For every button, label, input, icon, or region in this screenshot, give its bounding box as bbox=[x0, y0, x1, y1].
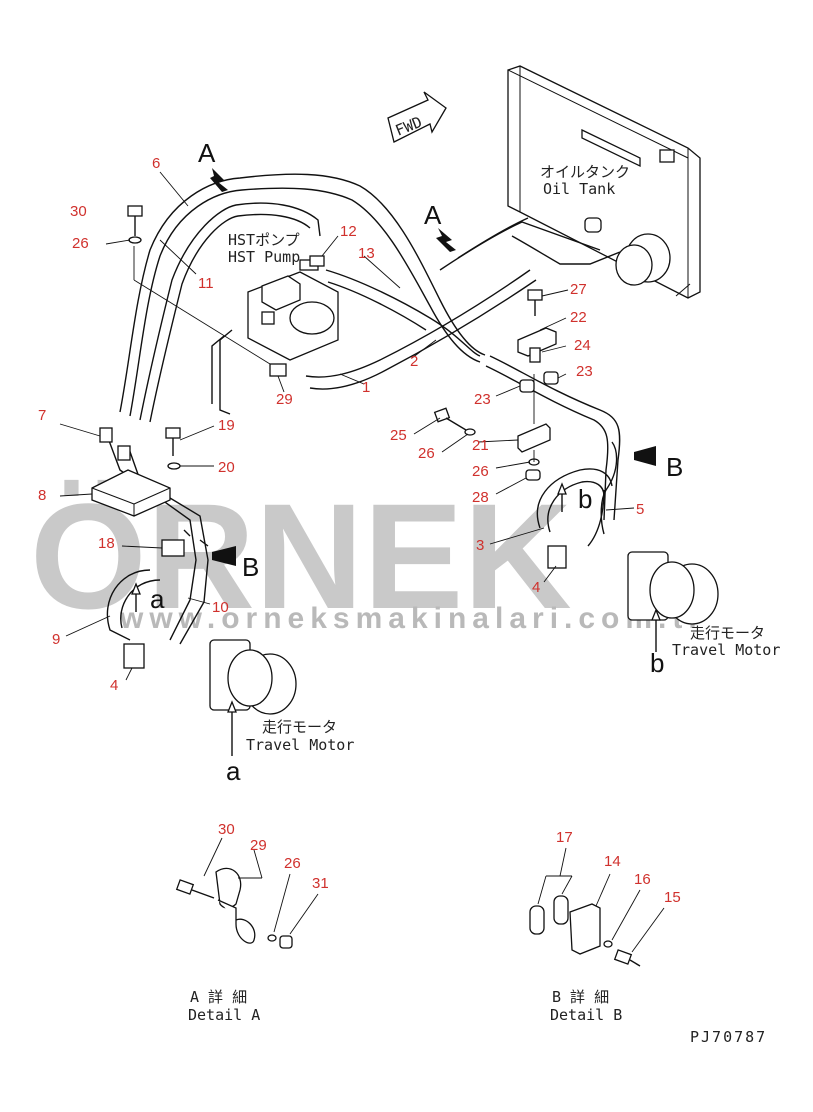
part-number-4-b: 4 bbox=[532, 579, 540, 596]
view-a-marker-1: A bbox=[198, 138, 216, 168]
part-number-28: 28 bbox=[472, 489, 489, 506]
part-number-13: 13 bbox=[358, 245, 375, 262]
detail-b-title-en: Detail B bbox=[550, 1006, 622, 1024]
part-number-2: 2 bbox=[410, 353, 418, 370]
part-number-24: 24 bbox=[574, 337, 591, 354]
hst-pump-label-jp: HSTポンプ bbox=[228, 231, 300, 249]
motor-a-marker: a bbox=[226, 756, 241, 786]
oil-tank: オイルタンク Oil Tank bbox=[507, 65, 701, 299]
part-number-25: 25 bbox=[390, 427, 407, 444]
part-number-7: 7 bbox=[38, 407, 46, 424]
fwd-arrow: FWD bbox=[387, 91, 447, 143]
part-number-18: 18 bbox=[98, 535, 115, 552]
drawing-code: PJ70787 bbox=[690, 1028, 767, 1046]
part-number-23-a: 23 bbox=[576, 363, 593, 380]
detail-b-part-16: 16 bbox=[634, 871, 651, 888]
watermark-url: www.orneksmakinalari.com.tr bbox=[119, 602, 706, 635]
detail-a: 30 29 26 31 A 詳 細 Detail A bbox=[175, 821, 329, 1024]
travel-motor-b-label-jp: 走行モータ bbox=[690, 624, 765, 642]
detail-a-part-30: 30 bbox=[218, 821, 235, 838]
view-b-marker-2: B bbox=[242, 552, 259, 582]
oil-tank-label-jp: オイルタンク bbox=[540, 163, 630, 181]
part-number-21: 21 bbox=[472, 437, 489, 454]
travel-motor-a: 走行モータ Travel Motor a bbox=[209, 639, 354, 786]
detail-a-part-29: 29 bbox=[250, 837, 267, 854]
watermark: ÖRNEK www.orneksmakinalari.com.tr bbox=[30, 472, 706, 640]
travel-motor-b: 走行モータ Travel Motor b bbox=[627, 551, 780, 678]
part-number-11: 11 bbox=[198, 275, 214, 292]
part-number-8: 8 bbox=[38, 487, 46, 504]
leader-lines bbox=[59, 171, 635, 681]
detail-a-part-31: 31 bbox=[312, 875, 329, 892]
part-number-1: 1 bbox=[362, 379, 370, 396]
part-number-9: 9 bbox=[52, 631, 60, 648]
motor-b-marker: b bbox=[650, 648, 664, 678]
part-number-26-b: 26 bbox=[418, 445, 435, 462]
detail-a-part-26: 26 bbox=[284, 855, 301, 872]
hardware bbox=[99, 205, 567, 669]
part-numbers: 1 2 3 4 4 5 6 7 8 9 10 11 12 13 18 19 20… bbox=[38, 155, 644, 694]
part-number-27: 27 bbox=[570, 281, 587, 298]
part-number-10: 10 bbox=[212, 599, 229, 616]
detail-a-title-jp: A 詳 細 bbox=[190, 988, 247, 1006]
fitting-a-marker: a bbox=[150, 584, 165, 614]
part-number-26-a: 26 bbox=[72, 235, 89, 252]
detail-b-title-jp: B 詳 細 bbox=[552, 988, 609, 1006]
detail-b-part-17: 17 bbox=[556, 829, 573, 846]
part-number-29: 29 bbox=[276, 391, 293, 408]
fitting-b-marker: b bbox=[578, 484, 592, 514]
detail-a-title-en: Detail A bbox=[188, 1006, 260, 1024]
part-number-22: 22 bbox=[570, 309, 587, 326]
view-b-marker-1: B bbox=[666, 452, 683, 482]
part-number-20: 20 bbox=[218, 459, 235, 476]
travel-motor-a-label-jp: 走行モータ bbox=[262, 718, 337, 736]
oil-tank-label-en: Oil Tank bbox=[543, 180, 615, 198]
detail-b-part-15: 15 bbox=[664, 889, 681, 906]
hose-lines bbox=[91, 173, 621, 645]
part-number-4-a: 4 bbox=[110, 677, 118, 694]
hst-pump: HSTポンプ HST Pump bbox=[228, 231, 339, 361]
part-number-6: 6 bbox=[152, 155, 160, 172]
travel-motor-a-label-en: Travel Motor bbox=[246, 736, 354, 754]
part-number-12: 12 bbox=[340, 223, 357, 240]
part-number-26-c: 26 bbox=[472, 463, 489, 480]
hst-pump-label-en: HST Pump bbox=[228, 248, 300, 266]
travel-motor-b-label-en: Travel Motor bbox=[672, 641, 780, 659]
part-number-30: 30 bbox=[70, 203, 87, 220]
part-number-5: 5 bbox=[636, 501, 644, 518]
part-number-3: 3 bbox=[476, 537, 484, 554]
view-markers: A A B B bbox=[198, 138, 683, 582]
part-number-23-b: 23 bbox=[474, 391, 491, 408]
part-number-19: 19 bbox=[218, 417, 235, 434]
detail-b-part-14: 14 bbox=[604, 853, 621, 870]
detail-b: 17 14 16 15 B 詳 細 Detail B bbox=[529, 829, 681, 1024]
view-a-marker-2: A bbox=[424, 200, 442, 230]
